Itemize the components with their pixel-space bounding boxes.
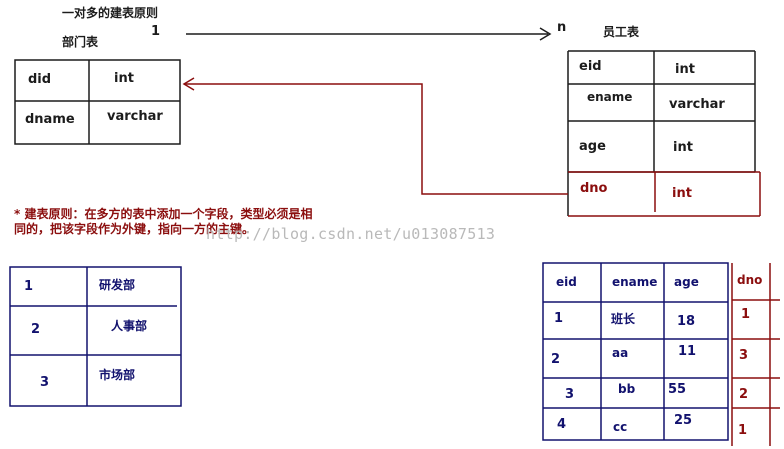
emp-type-eid: int [675,62,695,77]
emp-data-header-age: age [674,275,699,289]
emp-type-ename: varchar [669,97,725,112]
emp-row-2-ename: aa [612,346,629,360]
emp-row-4-ename: cc [613,420,628,434]
dept-row-2-id: 2 [31,322,41,337]
relation-many-label: n [557,20,567,35]
emp-row-2-dno: 3 [739,348,749,363]
emp-data-fk-column [731,263,780,446]
emp-table-title: 员工表 [603,25,640,39]
dept-type-did: int [114,71,134,86]
foreign-key-arrow [182,77,568,195]
emp-type-dno: int [672,186,692,201]
emp-row-3-ename: bb [618,382,636,396]
principle-line-1: * 建表原则：在多方的表中添加一个字段，类型必须是相 [14,207,313,221]
emp-row-1-dno: 1 [741,307,751,322]
emp-row-4-age: 25 [674,413,693,428]
emp-col-dno: dno [580,181,608,196]
principle-note: * 建表原则：在多方的表中添加一个字段，类型必须是相 同的，把该字段作为外键，指… [14,207,312,237]
emp-type-age: int [673,140,693,155]
emp-row-3-eid: 3 [565,387,575,402]
emp-col-age: age [579,139,606,154]
one-to-many-arrow [186,27,552,41]
dept-schema-grid [14,59,181,145]
emp-row-1-ename: 班长 [611,312,636,326]
principle-line-2: 同的，把该字段作为外键，指向一方的主键。 [14,222,255,236]
diagram-title: 一对多的建表原则 [62,6,159,20]
relation-one-label: 1 [151,24,161,39]
emp-row-3-dno: 2 [739,387,749,402]
emp-row-2-age: 11 [678,344,697,359]
emp-schema-fk-row [568,171,761,217]
dept-row-3-name: 市场部 [99,368,136,382]
dept-row-1-name: 研发部 [99,278,136,292]
dept-row-3-id: 3 [40,375,50,390]
emp-row-1-eid: 1 [554,311,564,326]
dept-row-2-name: 人事部 [111,319,148,333]
dept-col-did: did [28,72,52,87]
dept-type-dname: varchar [107,109,163,124]
dept-data-grid [9,266,182,407]
emp-data-header-dno: dno [737,273,763,287]
dept-table-title: 部门表 [62,35,99,49]
watermark: http://blog.csdn.net/u013087513 [206,225,496,243]
dept-col-dname: dname [25,112,75,127]
emp-row-1-age: 18 [677,314,696,329]
emp-row-4-eid: 4 [557,417,567,432]
emp-row-4-dno: 1 [738,423,748,438]
emp-data-grid [542,262,729,441]
emp-data-header-ename: ename [612,275,658,289]
emp-col-ename: ename [587,90,633,104]
emp-data-header-eid: eid [556,275,577,289]
emp-row-3-age: 55 [668,382,687,397]
dept-row-1-id: 1 [24,279,34,294]
emp-col-eid: eid [579,59,602,74]
emp-row-2-eid: 2 [551,352,561,367]
